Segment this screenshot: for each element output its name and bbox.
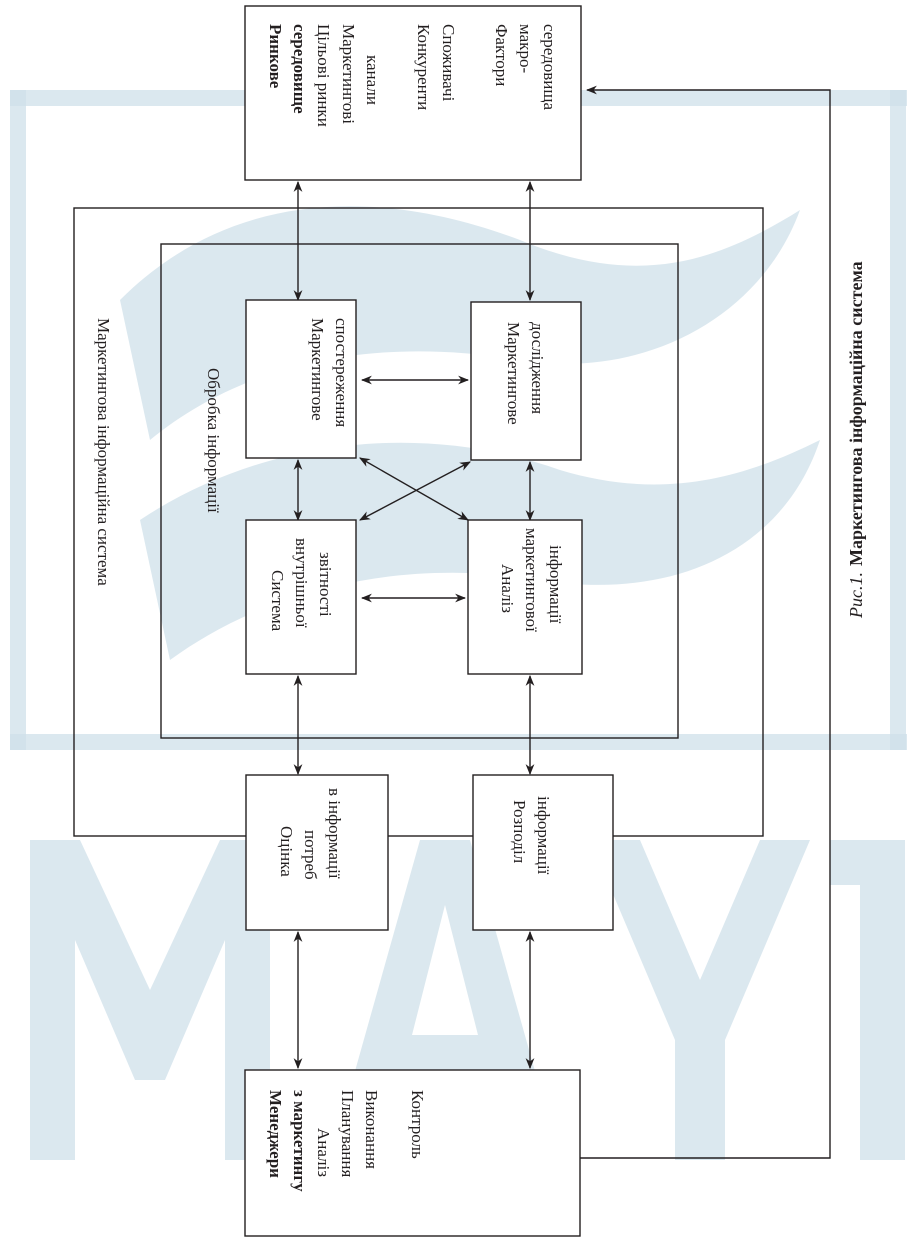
observation-line-1: Маркетингове (308, 318, 327, 421)
managers-line-3: Виконання (362, 1090, 381, 1169)
internal-line-2: внутрішньої (292, 538, 311, 628)
internal-line-1: Система (268, 570, 287, 632)
caption-title: Маркетингова інформаційна система (846, 261, 866, 566)
needs-assessment-text: Оцінка потреб в інформації (277, 788, 344, 880)
distribution-box (472, 774, 614, 931)
managers-line-2: Планування (338, 1090, 357, 1177)
market-environment-text: Ринкове середовище Цільові ринки Маркети… (266, 24, 559, 127)
market-env-line-4: Конкуренти (414, 24, 433, 110)
market-environment-box (244, 5, 582, 181)
internal-reporting-box (245, 519, 357, 675)
needs-line-2: потреб (301, 830, 320, 880)
analysis-line-1: Аналіз (498, 564, 517, 613)
observation-line-2: спостереження (332, 318, 351, 427)
analysis-text: Аналіз маркетингової інформації (498, 528, 565, 632)
managers-line-4: Контроль (408, 1090, 427, 1159)
managers-text: Менеджери з маркетингу Аналіз Планування… (266, 1090, 427, 1192)
market-env-line-8: середовища (540, 24, 559, 110)
distribution-line-2: інформації (534, 796, 553, 875)
research-line-1: Маркетингове (504, 322, 523, 425)
analysis-line-3: інформації (546, 545, 565, 624)
needs-line-3: в інформації (325, 788, 344, 879)
observation-box (245, 299, 357, 459)
connector-arrows (293, 85, 831, 1159)
distribution-text: Розподіл інформації (510, 796, 553, 875)
market-env-line-6: Фактори (492, 24, 511, 86)
internal-line-3: звітності (316, 552, 335, 617)
market-env-line-7: макро- (516, 24, 535, 73)
mis-label: Маркетингова інформаційна система (94, 318, 113, 586)
processing-label: Обробка інформації (204, 368, 223, 513)
mis-frame (73, 207, 764, 837)
managers-title-2: з маркетингу (290, 1090, 309, 1192)
distribution-line-1: Розподіл (510, 800, 529, 864)
watermark-logo (10, 90, 907, 1160)
internal-reporting-text: Система внутрішньої звітності (268, 538, 335, 632)
managers-title-1: Менеджери (266, 1090, 285, 1178)
analysis-line-2: маркетингової (522, 528, 541, 632)
research-line-2: дослідження (528, 322, 547, 414)
market-env-title-2: середовище (290, 24, 309, 114)
caption-prefix: Рис.1. (846, 572, 866, 619)
figure-caption: Рис.1. Маркетингова інформаційна система (846, 261, 866, 619)
research-box (470, 301, 582, 461)
analysis-box (467, 519, 583, 675)
market-env-line-5: Споживачі (439, 24, 458, 102)
observation-text: Маркетингове спостереження (308, 318, 351, 427)
market-env-title-1: Ринкове (266, 24, 285, 89)
processing-frame (160, 243, 679, 739)
needs-line-1: Оцінка (277, 826, 296, 877)
managers-box (244, 1069, 581, 1237)
market-env-line-3: канали (363, 55, 382, 105)
needs-assessment-box (245, 774, 389, 931)
market-env-line-1: Цільові ринки (314, 24, 333, 127)
managers-line-1: Аналіз (314, 1128, 333, 1177)
market-env-line-2: Маркетингові (339, 24, 358, 124)
research-text: Маркетингове дослідження (504, 322, 547, 425)
